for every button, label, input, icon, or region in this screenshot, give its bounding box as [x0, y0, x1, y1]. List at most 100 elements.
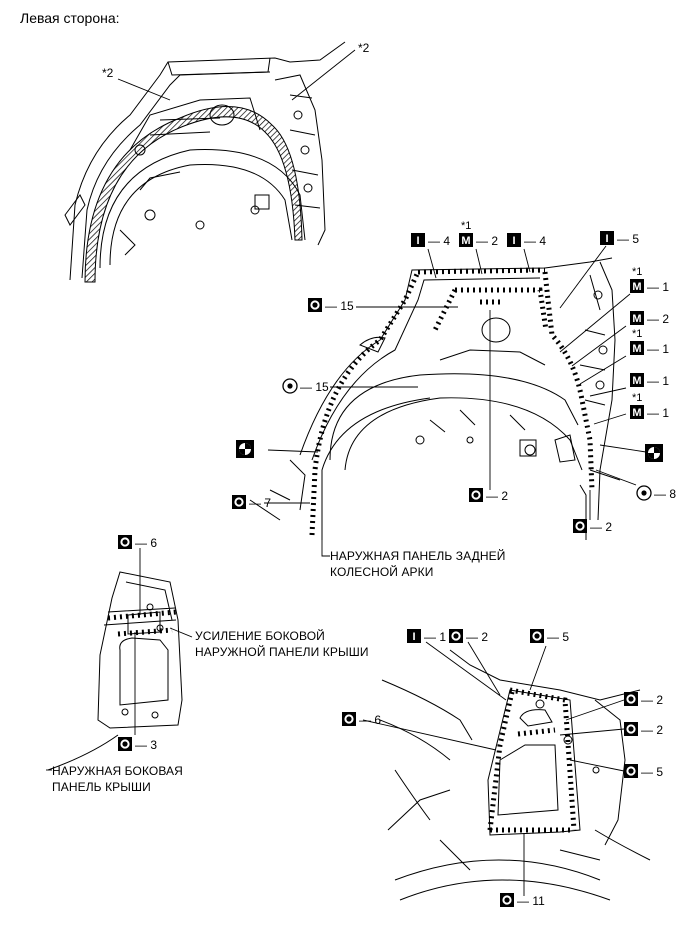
symbol-o-icon: [500, 893, 514, 907]
symbol-m-icon: [630, 373, 644, 387]
label-roof-side-outer-panel: НАРУЖНАЯ БОКОВАЯ ПАНЕЛЬ КРЫШИ: [52, 764, 183, 794]
svg-text:M: M: [632, 281, 641, 293]
callout-value: — 6: [135, 536, 157, 550]
view4-leaders: [362, 641, 625, 896]
callout-note: *1: [632, 266, 642, 278]
symbol-i-icon: [411, 233, 425, 247]
callout-note: *1: [632, 392, 642, 404]
callout-v2-o7: — 7: [232, 495, 271, 510]
symbol-o-icon: [449, 629, 463, 643]
symbol-o-icon: [469, 488, 483, 502]
callout-v2-m2-right: M — 2: [630, 311, 669, 326]
label-roof-side-outer-reinforcement: УСИЛЕНИЕ БОКОВОЙ НАРУЖНОЙ ПАНЕЛИ КРЫШИ: [195, 629, 369, 659]
view1-leaders: [117, 49, 356, 101]
callout-v2-o8: — 8: [636, 485, 676, 501]
callout-value: — 6: [359, 713, 381, 727]
symbol-o-icon: [573, 519, 587, 533]
view4-quarter-drawing: [379, 649, 651, 901]
label-wheel-arch-outer-panel: НАРУЖНАЯ ПАНЕЛЬ ЗАДНЕЙ КОЛЕСНОЙ АРКИ: [330, 549, 506, 579]
callout-v2-m2-top: M— 2*1: [459, 220, 498, 248]
callout-value: — 2: [641, 723, 663, 737]
callout-v3-o6: — 6: [118, 535, 157, 550]
callout-v2-m1-a: M — 1 *1: [630, 266, 669, 294]
symbol-o-icon: [530, 629, 544, 643]
symbol-o-icon: [624, 722, 638, 736]
callout-value: — 2: [647, 312, 669, 326]
symbol-o-icon: [232, 495, 246, 509]
callout-value: — 5: [617, 232, 639, 246]
svg-text:M: M: [632, 375, 641, 387]
callout-v3-o3: — 3: [118, 737, 157, 752]
callout-value: — 4: [524, 234, 546, 248]
view2-leaders: [264, 245, 647, 520]
callout-v4-o2-top: — 2: [449, 629, 488, 644]
svg-text:I: I: [416, 235, 419, 247]
callout-v2-o15-upper: — 15: [308, 298, 354, 313]
symbol-m-icon: [630, 341, 644, 355]
callout-v2-o15-lower: — 15: [282, 378, 329, 394]
callout-value: — 1: [647, 406, 669, 420]
callout-value: — 3: [135, 738, 157, 752]
callout-v2-m1-b: M — 1 *1: [630, 328, 669, 356]
callout-v2-o2-bottom: — 2: [469, 488, 508, 503]
callout-v4-i1: I— 1: [407, 629, 446, 644]
v1-star2-left: *2: [102, 66, 114, 80]
svg-text:M: M: [632, 313, 641, 325]
page-heading: Левая сторона:: [20, 10, 120, 26]
svg-text:I: I: [412, 631, 415, 643]
callout-v2-o2-right: — 2: [573, 519, 612, 534]
callout-value: — 2: [486, 489, 508, 503]
callout-v2-i4-left: I — 4: [411, 233, 450, 248]
symbol-o-icon: [624, 692, 638, 706]
callout-value: — 1: [647, 280, 669, 294]
svg-text:M: M: [632, 343, 641, 355]
callout-v4-o5-top: — 5: [530, 629, 569, 644]
callout-value: — 1: [647, 342, 669, 356]
symbol-m-icon: [630, 311, 644, 325]
callout-value: — 2: [466, 630, 488, 644]
symbol-o-icon: [118, 737, 132, 751]
callout-v4-o2-r1: — 2: [624, 692, 663, 707]
callout-value: — 8: [654, 487, 676, 501]
symbol-m-icon: [630, 279, 644, 293]
callout-note: *1: [632, 328, 642, 340]
adhesive-symbol-icon: [645, 444, 663, 462]
callout-value: — 1: [647, 374, 669, 388]
callout-v2-i5: I — 5: [600, 231, 639, 246]
callout-value: — 11: [517, 894, 545, 908]
svg-text:I: I: [605, 233, 608, 245]
svg-text:M: M: [461, 235, 470, 247]
view3-roof-panel-drawing: [47, 571, 183, 771]
callout-value: — 15: [300, 380, 329, 394]
callout-v2-m1-c: M — 1: [630, 373, 669, 388]
callout-value: — 2: [641, 693, 663, 707]
callout-v4-o5-right: — 5: [624, 764, 663, 779]
view3-leaders: [134, 548, 193, 735]
symbol-i-icon: [407, 629, 421, 643]
view4-weld-seams: [487, 687, 577, 833]
symbol-i-icon: [600, 231, 614, 245]
symbol-m-icon: [630, 405, 644, 419]
callout-value: — 2: [590, 520, 612, 534]
callout-value: — 7: [249, 496, 271, 510]
callout-value: — 5: [641, 765, 663, 779]
svg-text:I: I: [512, 235, 515, 247]
callout-value: — 4: [428, 234, 450, 248]
callout-v4-o6: — 6: [342, 712, 381, 727]
symbol-o-icon: [342, 712, 356, 726]
callout-v2-m1-d: M— 1*1: [630, 392, 669, 420]
view2-weld-seams: [309, 267, 595, 536]
symbol-o-icon: [118, 535, 132, 549]
symbol-o-icon: [624, 764, 638, 778]
callout-value: — 5: [547, 630, 569, 644]
callout-v4-o11: — 11: [500, 893, 545, 908]
symbol-o-icon: [308, 298, 322, 312]
callout-note: *1: [461, 220, 471, 232]
symbol-m-icon: [459, 233, 473, 247]
symbol-i-icon: [507, 233, 521, 247]
callout-value: — 15: [325, 299, 354, 313]
